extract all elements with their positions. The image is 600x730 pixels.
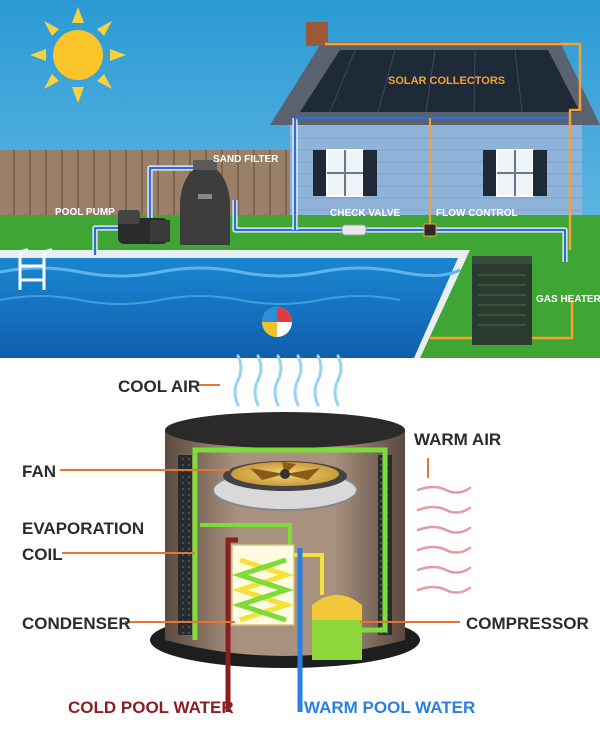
- label-condenser: CONDENSER: [22, 614, 131, 633]
- label-warm-air: WARM AIR: [414, 430, 501, 449]
- water-pipes: [92, 42, 582, 340]
- sun-icon: [30, 7, 126, 103]
- evaporation-coil-loop: [192, 447, 388, 640]
- sand-filter: [180, 160, 230, 245]
- label-cold-pool-water: COLD POOL WATER: [68, 698, 234, 717]
- pool-ladder: [18, 248, 53, 290]
- compressor: [312, 595, 362, 660]
- left-grill: [178, 455, 192, 635]
- pool: [0, 248, 470, 358]
- label-cool-air: COOL AIR: [118, 377, 200, 396]
- label-gas-heater: GAS HEATER: [536, 294, 600, 305]
- cool-air-waves: [233, 354, 343, 407]
- window-right: [483, 149, 547, 197]
- label-evaporation: EVAPORATION: [22, 519, 144, 538]
- chimney: [306, 22, 328, 46]
- unit-top-rim: [165, 412, 405, 448]
- label-solar-collectors: SOLAR COLLECTORS: [388, 75, 505, 87]
- label-flow-control: FLOW CONTROL: [436, 208, 518, 219]
- cold-water-pipe: [225, 537, 238, 712]
- label-pool-pump: POOL PUMP: [55, 207, 115, 218]
- label-coil: COIL: [22, 545, 63, 564]
- leader-lines: [60, 384, 460, 623]
- window-left: [313, 149, 377, 197]
- heat-pump-scene: COOL AIR WARM AIR FAN EVAPORATION COIL C…: [22, 354, 589, 717]
- label-compressor: COMPRESSOR: [466, 614, 589, 633]
- warm-air-waves: [416, 485, 472, 594]
- pool-pump: [118, 210, 170, 244]
- gas-heater: [472, 256, 532, 345]
- label-fan: FAN: [22, 462, 56, 481]
- check-valve: [341, 224, 367, 236]
- house: [270, 22, 600, 235]
- fan-icon: [212, 461, 358, 511]
- label-warm-pool-water: WARM POOL WATER: [304, 698, 475, 717]
- solar-panel-array: [300, 50, 580, 112]
- label-sand-filter: SAND FILTER: [213, 154, 279, 165]
- label-check-valve: CHECK VALVE: [330, 208, 401, 219]
- flow-control-valve: [423, 223, 437, 237]
- top-scene: SOLAR COLLECTORS SAND FILTER POOL PUMP C…: [0, 0, 600, 358]
- condenser: [231, 544, 295, 626]
- beach-ball-icon: [262, 307, 292, 337]
